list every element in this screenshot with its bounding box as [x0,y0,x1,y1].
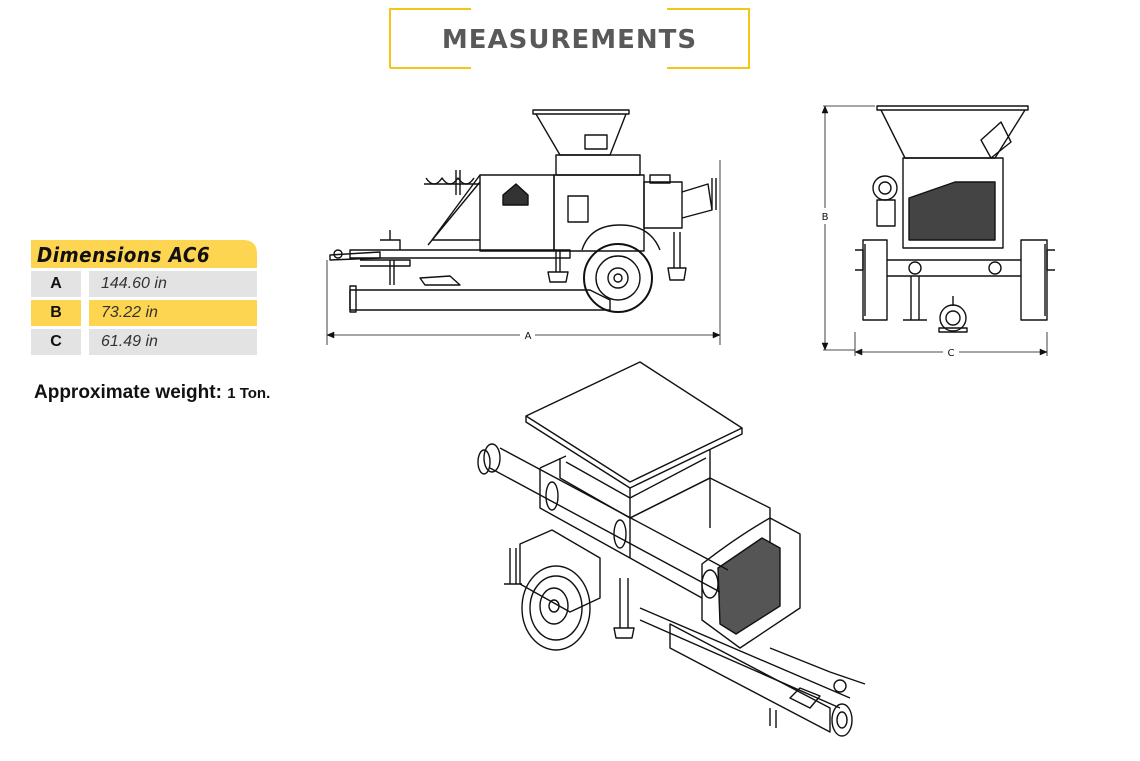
side-view-drawing: A [326,109,721,345]
approximate-weight: Approximate weight: 1 Ton. [34,382,270,404]
dimension-value: 61.49 in [89,329,257,355]
isometric-view-drawing [477,361,866,737]
dimensions-title-bar: Dimensions AC6 [31,240,257,268]
dimension-value: 73.22 in [89,300,257,326]
dimensions-table: Dimensions AC6 A 144.60 in B 73.22 in C … [31,240,257,355]
page-title: MEASUREMENTS [441,25,698,55]
dimension-row-c: C 61.49 in [31,329,257,355]
weight-label: Approximate weight: [34,382,222,403]
dimension-value: 144.60 in [89,271,257,297]
section-header: MEASUREMENTS [389,8,750,69]
header-frame [389,8,750,69]
dimension-label-c: C [948,348,955,359]
dimension-row-b: B 73.22 in [31,300,257,326]
dimension-label-b: B [822,212,829,223]
dimension-row-a: A 144.60 in [31,271,257,297]
dimension-key: B [31,300,81,326]
weight-value: 1 Ton. [227,385,271,402]
front-view-drawing: B C [822,105,1055,359]
dimension-label-a: A [525,331,532,342]
dimension-key: A [31,271,81,297]
dimensions-title: Dimensions AC6 [37,243,211,267]
dimension-key: C [31,329,81,355]
